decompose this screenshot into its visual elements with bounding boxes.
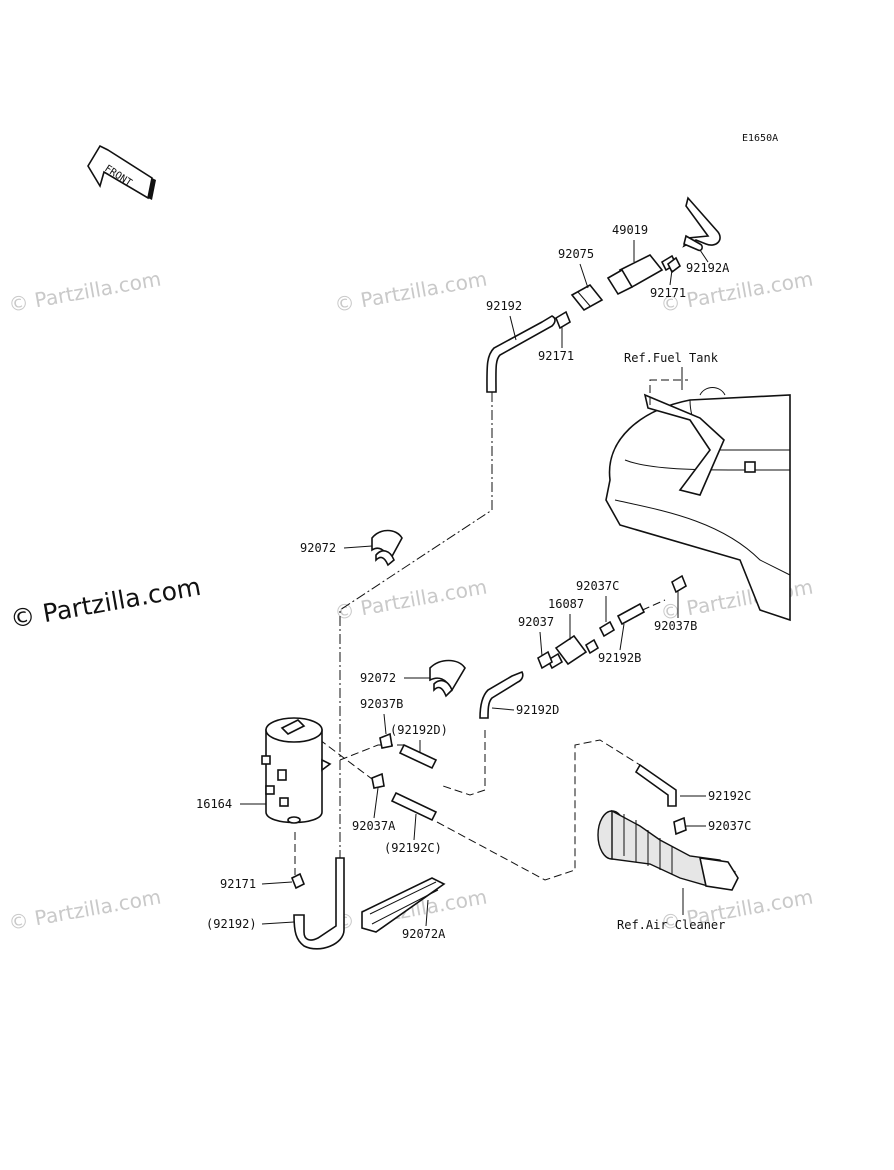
part-label-16164: 16164 xyxy=(196,797,232,811)
hose-92192B xyxy=(616,602,646,626)
clamp-92037 xyxy=(537,650,553,670)
ref-fuel-tank-label: Ref.Fuel Tank xyxy=(624,351,719,365)
fuel-tank xyxy=(605,379,791,622)
hose-route-92192D xyxy=(439,730,486,796)
hose-92192D-ref xyxy=(398,743,438,770)
hose-route-92192C xyxy=(436,739,641,881)
part-label-92192: 92192 xyxy=(486,299,522,313)
part-label-92192D: 92192D xyxy=(516,703,559,717)
clamp-92075 xyxy=(570,283,604,312)
part-label-92075: 92075 xyxy=(558,247,594,261)
part-label-92192B: 92192B xyxy=(598,651,641,665)
watermark-prominent: © Partzilla.com xyxy=(8,572,203,634)
part-label-92072: 92072 xyxy=(360,671,396,685)
hose-92192A-end xyxy=(683,234,703,252)
air-cleaner xyxy=(597,809,739,891)
part-label-92037B: 92037B xyxy=(654,619,697,633)
watermark: © Partzilla.com xyxy=(7,884,163,934)
front-arrow-icon: FRONT xyxy=(87,144,156,200)
hose-route-92037B xyxy=(339,744,405,761)
part-label-92171: 92171 xyxy=(538,349,574,363)
diagram-code: E1650A xyxy=(742,133,778,144)
hose-92192C-ref xyxy=(390,791,438,822)
clip-92171 xyxy=(290,872,306,890)
hose-92192C xyxy=(634,763,677,807)
part-label-92192C: 92192C xyxy=(708,789,751,803)
part-label-92037A: 92037A xyxy=(352,819,396,833)
part-label-92192C-ref: (92192C) xyxy=(384,841,442,855)
part-label-92072: 92072 xyxy=(300,541,336,555)
part-label-92192D-ref: (92192D) xyxy=(390,723,448,737)
clamp-92037C xyxy=(598,620,616,638)
valve-16087 xyxy=(546,634,600,670)
hose-route-left xyxy=(339,392,493,860)
clamp-92037A xyxy=(371,772,385,789)
part-label-49019: 49019 xyxy=(612,223,648,237)
fuel-filter-49019 xyxy=(606,253,678,296)
watermarks: © Partzilla.com © Partzilla.com © Partzi… xyxy=(7,266,815,934)
hose-92192 xyxy=(486,315,556,393)
clamp-92037B xyxy=(671,574,687,594)
clip-92171 xyxy=(666,256,682,274)
ref-air-cleaner-label: Ref.Air Cleaner xyxy=(617,918,725,932)
watermark: © Partzilla.com xyxy=(7,266,163,316)
part-label-92037B: 92037B xyxy=(360,697,403,711)
strap-92072A xyxy=(361,877,446,933)
part-label-92037: 92037 xyxy=(518,615,554,629)
hose-92192-bottom xyxy=(293,857,345,950)
hose-92192A xyxy=(682,196,721,248)
watermark: © Partzilla.com xyxy=(333,574,489,624)
clamp-92037B xyxy=(379,732,393,749)
clamp-92037C xyxy=(673,816,687,836)
clip-92171 xyxy=(555,310,571,330)
part-label-92037C: 92037C xyxy=(708,819,751,833)
hose-92192D xyxy=(479,670,524,719)
part-label-92171: 92171 xyxy=(650,286,686,300)
watermark: © Partzilla.com xyxy=(333,266,489,316)
part-label-92171: 92171 xyxy=(220,877,256,891)
part-label-92072A: 92072A xyxy=(402,927,446,941)
canister-16164 xyxy=(261,717,332,824)
part-label-92037C: 92037C xyxy=(576,579,619,593)
part-label-92192A: 92192A xyxy=(686,261,730,275)
part-label-92192-ref: (92192) xyxy=(206,917,257,931)
band-92072-upper xyxy=(371,529,403,567)
part-label-16087: 16087 xyxy=(548,597,584,611)
part-labels: 49019 92075 92192A 92171 92192 92171 920… xyxy=(196,223,751,941)
band-92072-lower xyxy=(429,659,466,698)
